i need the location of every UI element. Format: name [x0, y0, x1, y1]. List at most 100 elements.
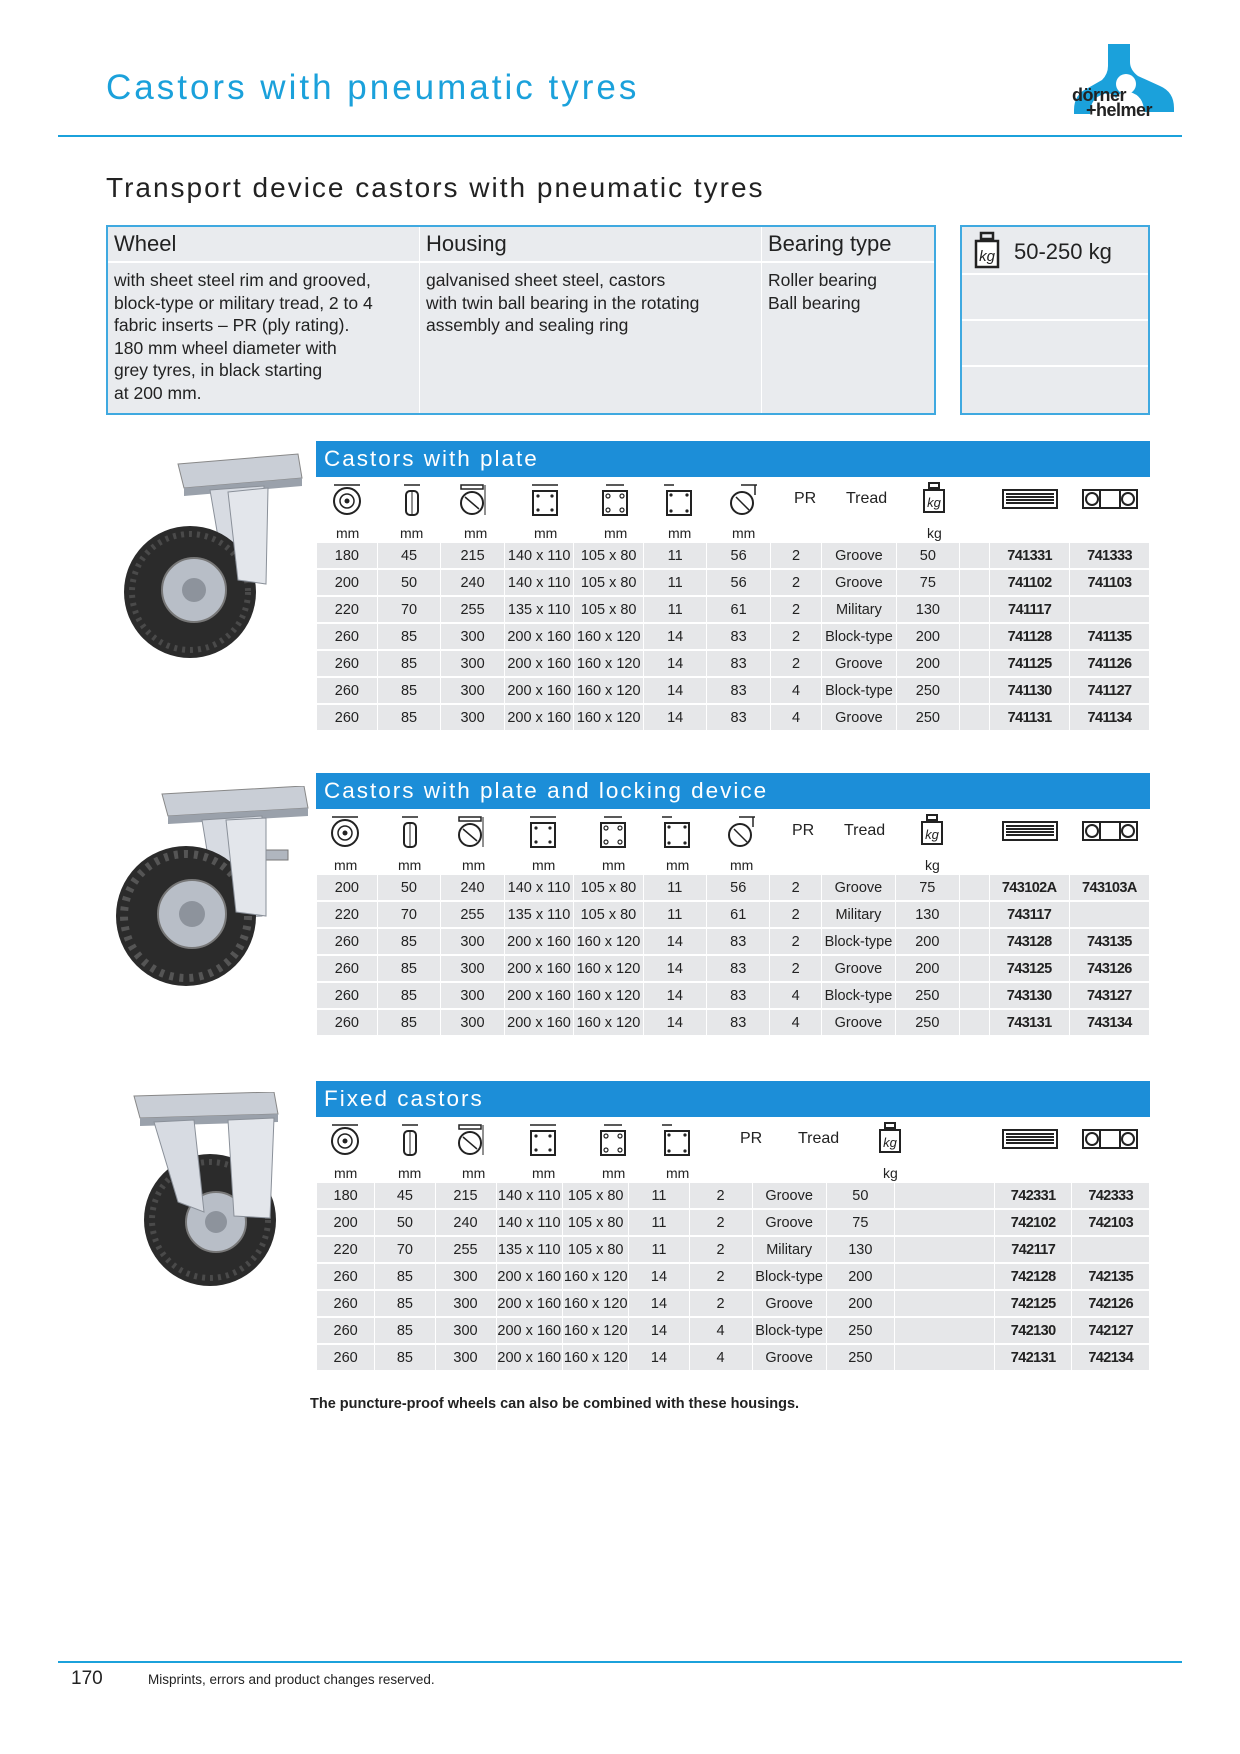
- table-cell: [1069, 902, 1149, 929]
- table-cell: 85: [375, 1345, 435, 1372]
- unit-kg: kg: [925, 857, 940, 873]
- table-cell: 14: [629, 1264, 689, 1291]
- unit-kg: kg: [883, 1165, 898, 1181]
- table-cell: 70: [375, 1237, 435, 1264]
- table-cell: 2: [689, 1291, 752, 1318]
- table-cell: 2: [689, 1264, 752, 1291]
- roller-bearing-icon: [1002, 1129, 1058, 1149]
- svg-text:kg: kg: [979, 248, 996, 265]
- table-cell: 742103: [1072, 1210, 1149, 1237]
- table-cell: Groove: [822, 651, 896, 678]
- table-cell: 200: [317, 875, 377, 902]
- unit-mm: mm: [730, 857, 754, 873]
- table-cell: Groove: [752, 1210, 826, 1237]
- table-cell: 250: [896, 678, 960, 705]
- spec-box: Wheel with sheet steel rim and grooved, …: [106, 225, 936, 415]
- table-cell: 85: [377, 983, 441, 1010]
- logo-line1: dörner: [1072, 85, 1127, 105]
- table-cell: [894, 1183, 994, 1210]
- table-cell: 743135: [1069, 929, 1149, 956]
- table-cell: 70: [377, 902, 441, 929]
- table-cell: 743128: [989, 929, 1069, 956]
- unit-mm: mm: [534, 525, 558, 541]
- table-cell: 743103A: [1069, 875, 1149, 902]
- table-cell: [894, 1237, 994, 1264]
- table-cell: Military: [821, 902, 895, 929]
- unit-row: mm mm mm mm mm mm kg: [316, 1161, 1150, 1183]
- wheel-line: with sheet steel rim and grooved,: [114, 270, 371, 290]
- wheel-line: block-type or military tread, 2 to 4: [114, 292, 373, 313]
- table-cell: 300: [441, 678, 504, 705]
- table-cell: 160 x 120: [574, 929, 643, 956]
- bearing-line: Roller bearing: [768, 270, 877, 290]
- table-cell: 200: [317, 570, 377, 597]
- table-cell: 200 x 160: [504, 678, 574, 705]
- table-cell: 14: [643, 1010, 707, 1037]
- bearing-line: Ball bearing: [768, 292, 861, 313]
- table-cell: 200 x 160: [496, 1264, 562, 1291]
- ball-bearing-icon: [1082, 1129, 1138, 1149]
- table-cell: 2: [689, 1210, 752, 1237]
- table-cell: 741103: [1070, 570, 1149, 597]
- table-cell: 14: [643, 624, 707, 651]
- table-cell: 300: [441, 705, 504, 732]
- table-cell: 135 x 110: [504, 902, 574, 929]
- header-rule: [58, 135, 1182, 137]
- table-cell: Block-type: [752, 1264, 826, 1291]
- table-cell: 743130: [989, 983, 1069, 1010]
- table-cell: 300: [441, 983, 504, 1010]
- housing-text: galvanised sheet steel, castors with twi…: [420, 263, 761, 343]
- table-cell: 260: [317, 651, 377, 678]
- table-cell: Groove: [822, 570, 896, 597]
- table-cell: 743131: [989, 1010, 1069, 1037]
- table-cell: [960, 597, 990, 624]
- table-cell: Groove: [821, 956, 895, 983]
- table-cell: 75: [896, 570, 960, 597]
- weight-box: kg 50-250 kg: [960, 225, 1150, 415]
- table-cell: 200 x 160: [504, 651, 574, 678]
- unit-mm: mm: [464, 525, 488, 541]
- table-cell: 741135: [1070, 624, 1149, 651]
- table-cell: 140 x 110: [504, 875, 574, 902]
- housing-heading: Housing: [420, 227, 761, 263]
- weight-range: 50-250 kg: [1014, 239, 1112, 264]
- table-cell: [959, 956, 989, 983]
- table-cell: 742128: [994, 1264, 1072, 1291]
- table-cell: 743102A: [989, 875, 1069, 902]
- table-cell: [1072, 1237, 1149, 1264]
- table-cell: 260: [317, 1010, 377, 1037]
- table-cell: 300: [441, 651, 504, 678]
- table-cell: Block-type: [752, 1318, 826, 1345]
- table-cell: 300: [441, 929, 504, 956]
- table-cell: [960, 651, 990, 678]
- unit-mm: mm: [604, 525, 628, 541]
- table-cell: 14: [643, 983, 707, 1010]
- table-cell: 160 x 120: [574, 678, 643, 705]
- swivel-offset-icon: [725, 815, 759, 849]
- table-cell: [960, 543, 990, 570]
- table-cell: 260: [317, 678, 377, 705]
- table-cell: 200: [896, 651, 960, 678]
- table-cell: 4: [689, 1345, 752, 1372]
- column-icons: PR Tread: [316, 477, 1150, 521]
- unit-mm: mm: [602, 857, 626, 873]
- unit-mm: mm: [532, 857, 556, 873]
- table-cell: 14: [643, 929, 707, 956]
- table-cell: 200: [317, 1210, 375, 1237]
- table-cell: 105 x 80: [562, 1237, 629, 1264]
- table-cell: 250: [895, 983, 959, 1010]
- column-icons: PR Tread: [316, 1117, 1150, 1161]
- table-cell: [894, 1345, 994, 1372]
- table-cell: 250: [895, 1010, 959, 1037]
- bolt-hole-icon: [660, 815, 694, 849]
- table-cell: Groove: [752, 1291, 826, 1318]
- bearing-column: Bearing type Roller bearing Ball bearing: [762, 227, 934, 413]
- tread-header: Tread: [846, 490, 888, 507]
- column-icons: PR Tread: [316, 809, 1150, 853]
- table-cell: 14: [629, 1345, 689, 1372]
- table-cell: [894, 1291, 994, 1318]
